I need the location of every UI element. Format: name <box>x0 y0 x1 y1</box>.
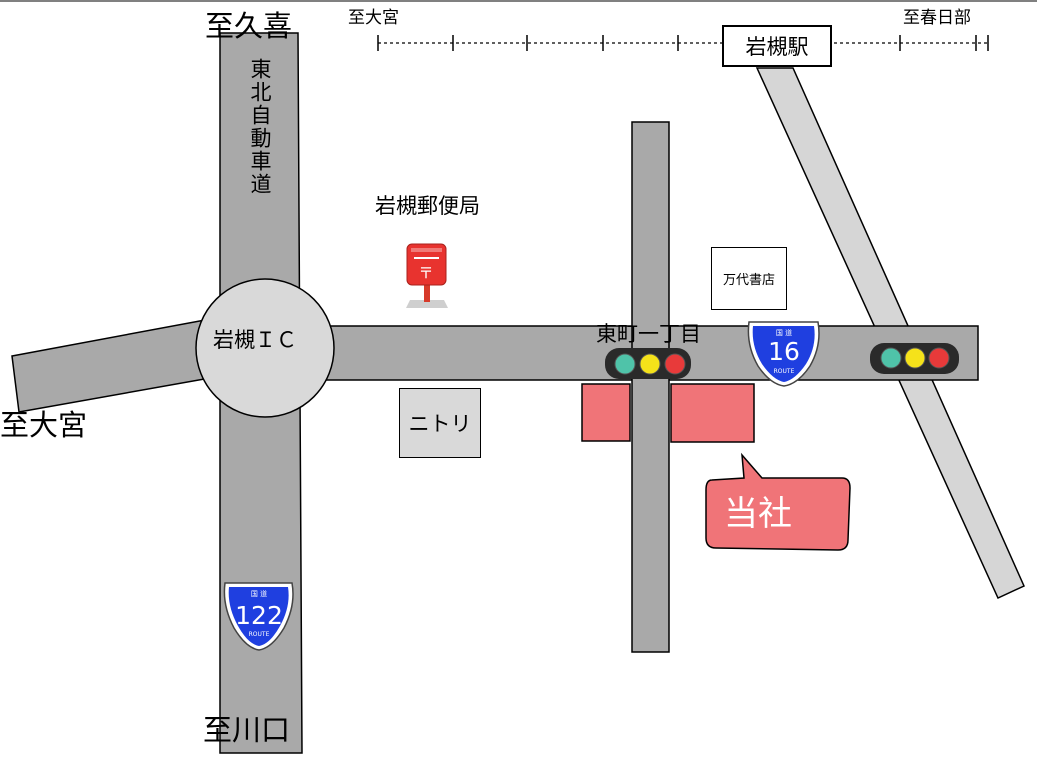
company-callout-label: 当社 <box>724 494 792 534</box>
national-route-shield-icon: 国 道 122 ROUTE <box>223 582 294 651</box>
national-route-shield-icon: 国 道 16 ROUTE <box>747 321 820 387</box>
west-road <box>11 319 211 413</box>
bookstore-label: 万代書店 <box>722 273 775 288</box>
nitori-store-box: ニトリ <box>399 388 481 458</box>
intersection-label: 東町一丁目 <box>596 322 701 346</box>
route-16-footer: ROUTE <box>774 368 795 375</box>
rail-direction-omiya-label: 至大宮 <box>348 8 399 28</box>
station-label: 岩槻駅 <box>745 35 809 59</box>
route-16-number: 16 <box>768 337 800 366</box>
route-16-header: 国 道 <box>776 328 792 337</box>
company-building-left <box>581 383 631 442</box>
nitori-label: ニトリ <box>408 412 472 436</box>
interchange-label: 岩槻ＩＣ <box>213 328 297 352</box>
direction-omiya-label: 至大宮 <box>0 408 88 442</box>
route-122-footer: ROUTE <box>249 631 270 638</box>
company-callout-bubble <box>705 452 851 551</box>
higashimachi-road <box>631 121 670 653</box>
expressway-name-label: 東北自動車道 <box>248 58 272 196</box>
rail-direction-kasukabe-label: 至春日部 <box>903 8 971 28</box>
company-building-right <box>670 383 755 443</box>
route-122-header: 国 道 <box>251 589 267 598</box>
direction-kuki-label: 至久喜 <box>205 9 293 43</box>
route-122-number: 122 <box>235 601 283 630</box>
svg-text:〒: 〒 <box>418 264 433 282</box>
station-box: 岩槻駅 <box>722 25 832 67</box>
interchange-circle <box>195 278 335 418</box>
traffic-signal-icon <box>605 348 691 379</box>
railway-line <box>377 35 990 51</box>
post-office-label: 岩槻郵便局 <box>375 194 480 218</box>
bookstore-box: 万代書店 <box>711 247 787 310</box>
post-box-icon: 〒 <box>406 243 448 308</box>
direction-kawaguchi-label: 至川口 <box>203 713 291 747</box>
traffic-signal-icon <box>870 343 959 374</box>
